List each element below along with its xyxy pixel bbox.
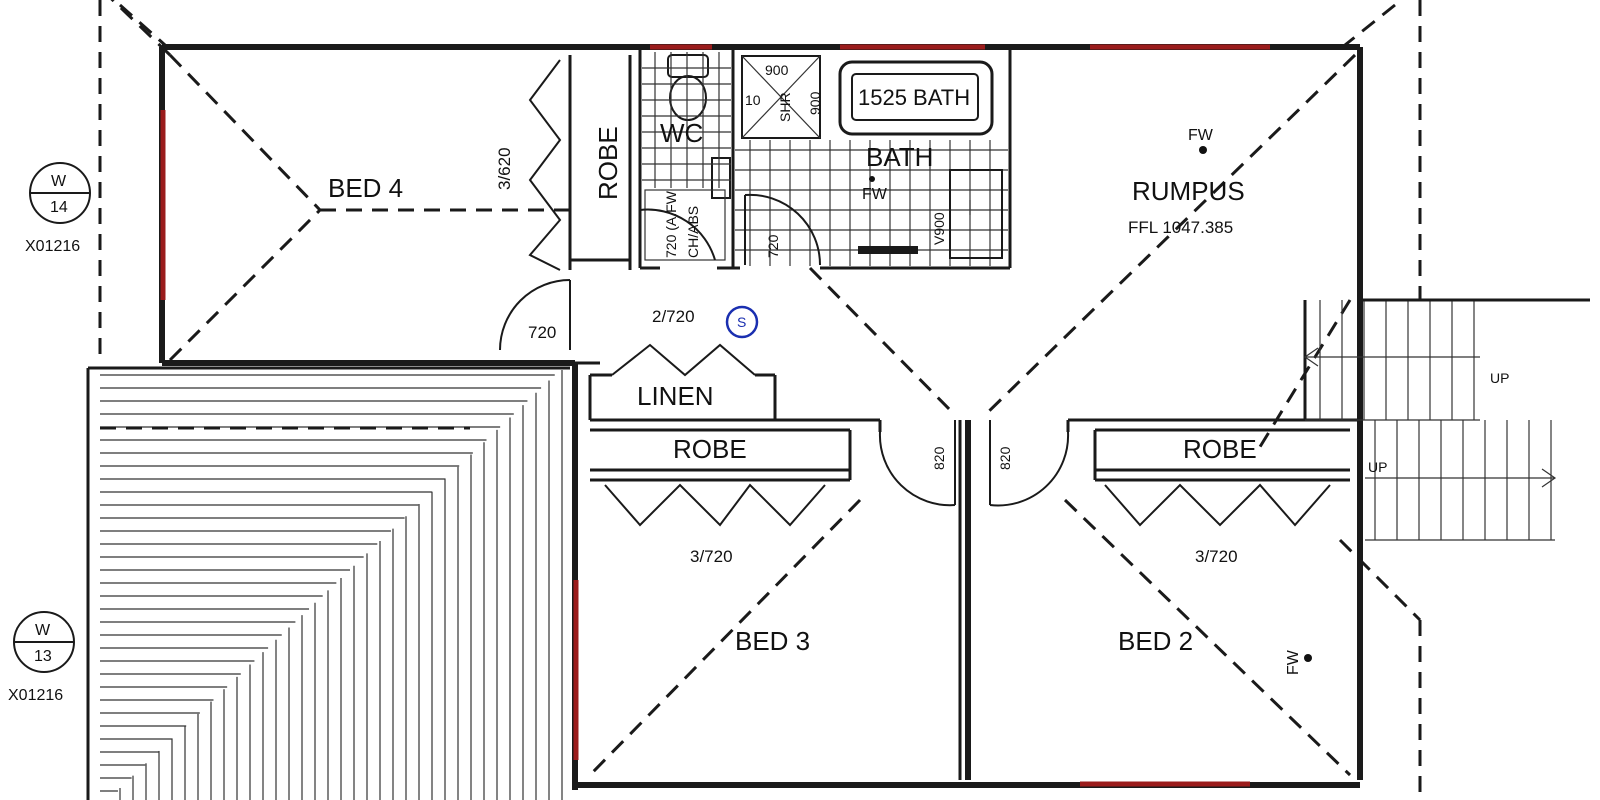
- internal-walls: [568, 50, 1360, 780]
- bath-tiles: [735, 140, 1008, 266]
- room-label-rumpus: RUMPUS: [1132, 176, 1245, 206]
- deck-hatch: [100, 370, 563, 800]
- room-label-bed2: BED 2: [1118, 626, 1193, 656]
- door-dim-wc-2: CH/ABS: [685, 206, 701, 258]
- room-label-robe-bed3: ROBE: [673, 434, 747, 464]
- rumpus-level: FFL 1047.385: [1128, 218, 1233, 237]
- svg-text:13: 13: [34, 648, 52, 665]
- boundary-line-top-right: [1344, 3, 1396, 47]
- svg-text:FW: FW: [1188, 127, 1214, 144]
- ceiling-diagonals: [110, 0, 1357, 777]
- svg-text:FW: FW: [862, 186, 888, 203]
- boundary-line-bottom-right: [1338, 538, 1422, 622]
- windows: [160, 44, 1270, 787]
- shower-dim-1: 900: [765, 62, 789, 78]
- door-dim-wc: 720 (A.FW: [663, 190, 679, 258]
- room-label-robe-bed4: ROBE: [593, 126, 623, 200]
- svg-text:W: W: [35, 622, 51, 639]
- door-dim-bath: 720: [765, 234, 781, 258]
- svg-text:W: W: [51, 173, 67, 190]
- door-dim-bed2: 820: [997, 446, 1013, 470]
- room-label-linen: LINEN: [637, 381, 714, 411]
- room-label-robe-bed2: ROBE: [1183, 434, 1257, 464]
- elevation-marker-w14: W 14 X01216: [25, 162, 91, 255]
- room-label-bath: BATH: [866, 142, 933, 172]
- boundary-line-top-left: [119, 3, 166, 47]
- doors: [499, 193, 1070, 507]
- bath-label: 1525 BATH: [858, 85, 970, 110]
- stairs: [1319, 300, 1552, 540]
- shower-label: SHR: [777, 92, 793, 122]
- door-dim-linen: 2/720: [652, 307, 695, 326]
- shower-dim-2: 900: [807, 91, 823, 115]
- svg-text:X01216: X01216: [25, 238, 80, 255]
- stair-up-label-2: UP: [1368, 459, 1387, 475]
- stair-up-label-1: UP: [1490, 370, 1509, 386]
- wc-tiles: [642, 52, 731, 188]
- wc-fixtures: [644, 54, 731, 261]
- door-dim-bed4-robe: 3/620: [495, 147, 514, 190]
- room-label-bed4: BED 4: [328, 173, 403, 203]
- svg-text:FW: FW: [1285, 649, 1302, 675]
- svg-text:S: S: [737, 314, 746, 330]
- door-dim-bed4: 720: [528, 323, 556, 342]
- bifold-doors: [528, 59, 1331, 527]
- room-label-wc: WC: [660, 118, 703, 148]
- vanity: [949, 169, 1003, 259]
- stair-arrow-head-right: [1541, 468, 1557, 488]
- floor-waste-rumpus: FW: [1188, 127, 1214, 154]
- bath-small-label: 10: [745, 92, 761, 108]
- room-label-bed3: BED 3: [735, 626, 810, 656]
- shower: [741, 55, 821, 139]
- smoke-detector: S: [725, 305, 759, 339]
- bath-grate: [858, 246, 918, 254]
- bathtub: [838, 60, 994, 136]
- floor-waste-bed2: FW: [1285, 649, 1312, 675]
- stair-arrow-head-left: [1303, 347, 1319, 367]
- floor-waste-bath: FW: [862, 176, 888, 203]
- vanity-label: V900: [931, 212, 947, 245]
- svg-text:X01216: X01216: [8, 687, 63, 704]
- door-dim-bed3-robe: 3/720: [690, 547, 733, 566]
- svg-text:14: 14: [50, 199, 68, 216]
- door-dim-bed2-robe: 3/720: [1195, 547, 1238, 566]
- elevation-marker-w13: W 13 X01216: [8, 611, 75, 704]
- door-dim-bed3: 820: [931, 446, 947, 470]
